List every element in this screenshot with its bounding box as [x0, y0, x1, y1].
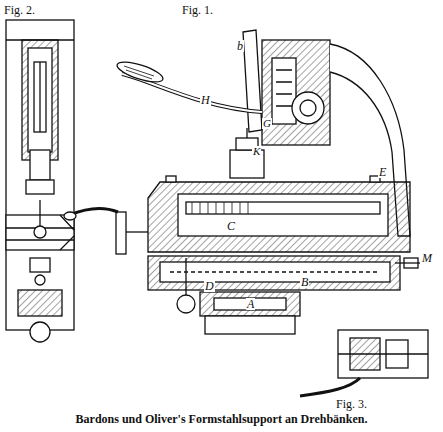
part-letter: E — [378, 166, 387, 178]
part-letter: D — [204, 280, 215, 292]
part-letter: K — [252, 146, 261, 157]
figure-caption: Bardons und Oliver's Formstahlsupport an… — [76, 413, 368, 425]
part-letter: B — [300, 276, 309, 288]
part-letter: M — [421, 252, 433, 264]
figure-number: Fig. 2. — [4, 4, 35, 16]
part-letter: H — [200, 94, 211, 106]
part-letter: b — [236, 40, 244, 52]
part-letter: G — [262, 118, 272, 129]
part-letter: C — [226, 220, 236, 232]
figure-number: Fig. 3. — [336, 398, 367, 410]
part-letter: A — [246, 298, 255, 310]
fig1-view — [64, 30, 420, 334]
fig2-view — [6, 20, 74, 342]
figure-number: Fig. 1. — [182, 4, 213, 16]
fig3-view — [300, 330, 428, 396]
